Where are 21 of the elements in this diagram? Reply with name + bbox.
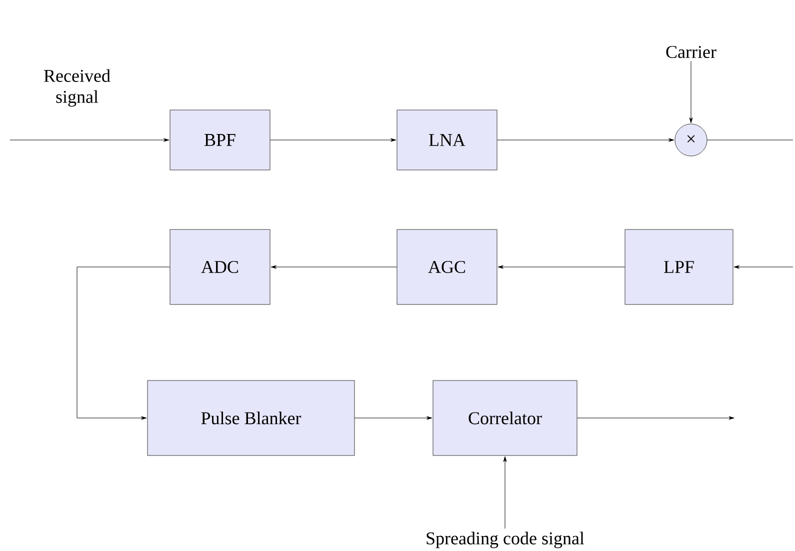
process-box: Pulse Blanker: [147, 380, 355, 456]
arrow: [576, 416, 734, 420]
signal-label: Carrier: [666, 46, 716, 58]
arrow: [10, 138, 170, 142]
process-box: BPF: [170, 110, 270, 170]
process-box: AGC: [396, 229, 498, 305]
process-box: Correlator: [432, 380, 578, 456]
arrow: [689, 61, 693, 124]
signal-label: Spreading code signal: [426, 532, 584, 548]
arrow: [503, 456, 507, 529]
process-box: ADC: [170, 229, 270, 305]
process-box: LNA: [396, 110, 498, 170]
process-box: LPF: [624, 229, 734, 305]
arrow: [270, 265, 398, 269]
edge-label: Received signal: [44, 69, 110, 107]
arrow: [270, 138, 396, 142]
arrow: [734, 265, 794, 269]
arrow: [76, 266, 170, 420]
arrow: [354, 416, 432, 420]
arrow: [498, 265, 626, 269]
arrow: [496, 138, 674, 142]
